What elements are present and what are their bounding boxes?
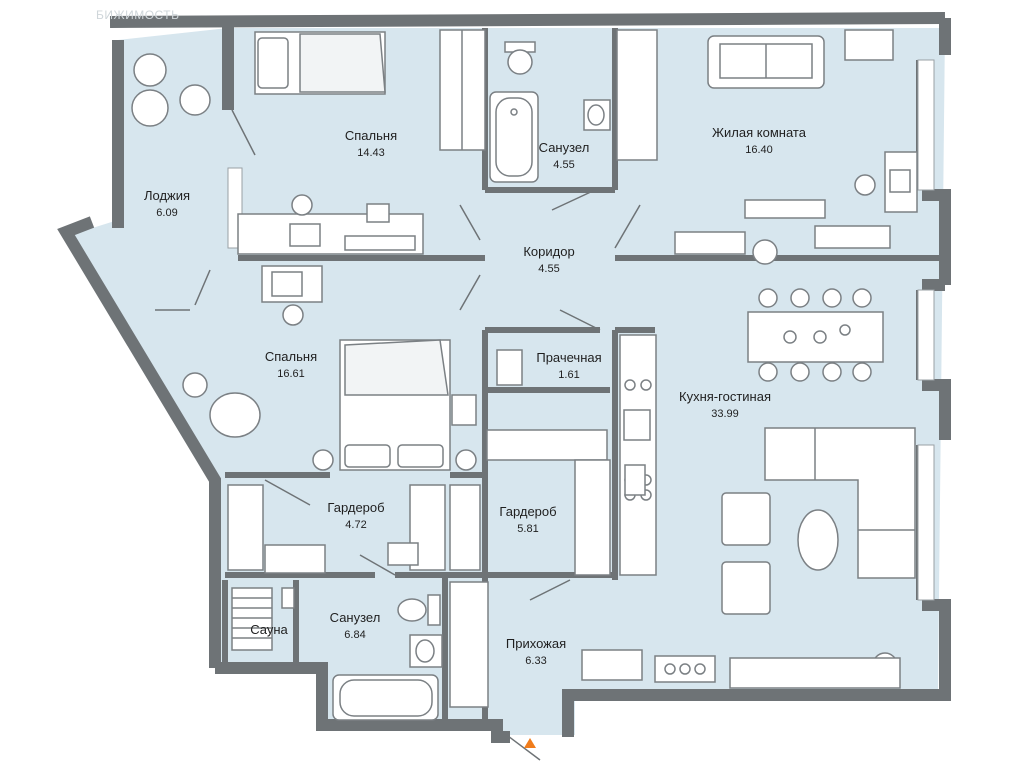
room-area: 16.40: [745, 144, 773, 156]
chair-icon: [282, 194, 313, 326]
watermark: БИЖИМОСТЬ: [96, 8, 180, 22]
room-area: 4.72: [345, 519, 367, 531]
sink-icon: [409, 634, 443, 668]
room-name: Гардероб: [499, 504, 557, 519]
door-swings: [155, 109, 641, 761]
room-area: 6.09: [156, 207, 178, 219]
stove-icon: [581, 649, 901, 689]
room-area: 16.61: [277, 368, 305, 380]
room-area: 5.81: [517, 523, 539, 535]
room-area: 33.99: [711, 408, 739, 420]
bookshelf-icon: [674, 225, 891, 255]
room-name: Сауна: [250, 622, 288, 637]
shoe-cabinet-icon: [264, 542, 419, 574]
room-name: Жилая комната: [712, 125, 806, 140]
toilet-icon: [504, 41, 536, 75]
room-name: Лоджия: [143, 188, 191, 203]
room-label-wardrobe-1: Гардероб 4.72: [327, 500, 384, 531]
room-label-bathroom-1: Санузел 4.55: [539, 140, 590, 171]
armchair-icon: [131, 53, 211, 127]
room-label-bathroom-2: Санузел 6.84: [330, 610, 381, 641]
windows: [227, 59, 935, 601]
desk-icon: [744, 151, 918, 219]
room-name: Кухня-гостиная: [679, 389, 771, 404]
room-label-bedroom-2: Спальня 16.61: [265, 349, 317, 380]
kitchen-counter-icon: [619, 334, 657, 576]
room-name: Санузел: [329, 610, 381, 625]
room-label-living-room: Жилая комната 16.40: [712, 125, 806, 156]
room-label-hallway: Прихожая 6.33: [506, 636, 566, 667]
corner-sofa-icon: [764, 427, 916, 579]
room-label-bedroom-1: Спальня 14.43: [345, 128, 397, 159]
single-bed-icon: [254, 31, 386, 95]
room-area: 6.33: [525, 655, 547, 667]
desk-icon: [237, 203, 424, 303]
double-bed-icon: [312, 339, 477, 471]
room-name: Прихожая: [505, 636, 567, 651]
room-name: Прачечная: [536, 350, 602, 365]
sink-icon: [583, 99, 611, 131]
room-area: 14.43: [357, 147, 385, 159]
bathtub-icon: [332, 674, 439, 721]
room-label-corridor: Коридор 4.55: [523, 244, 574, 275]
room-area: 6.84: [344, 629, 366, 641]
room-area: 4.55: [553, 159, 575, 171]
room-name: Коридор: [523, 244, 575, 259]
room-area: 4.55: [538, 263, 560, 275]
toilet-icon: [397, 594, 441, 626]
room-label-sauna: Сауна: [250, 622, 288, 637]
outer-walls: [57, 12, 951, 743]
room-label-kitchen-living: Кухня-гостиная 33.99: [679, 389, 771, 420]
sofa-icon: [707, 29, 894, 89]
sauna-bench-icon: [231, 587, 295, 651]
room-label-loggia: Лоджия 6.09: [144, 188, 190, 219]
dining-table-icon: [747, 288, 884, 382]
room-name: Спальня: [344, 128, 398, 143]
room-area: 1.61: [558, 369, 580, 381]
bathtub-icon: [489, 91, 539, 183]
room-name: Санузел: [538, 140, 590, 155]
armchair-icon: [182, 372, 261, 438]
room-label-wardrobe-2: Гардероб 5.81: [499, 504, 556, 535]
washing-machine-icon: [496, 349, 523, 386]
room-label-laundry: Прачечная 1.61: [536, 350, 601, 381]
room-name: Гардероб: [327, 500, 385, 515]
armchair-icon: [721, 492, 839, 615]
room-name: Спальня: [264, 349, 318, 364]
entrance-arrow-icon: [524, 738, 536, 748]
